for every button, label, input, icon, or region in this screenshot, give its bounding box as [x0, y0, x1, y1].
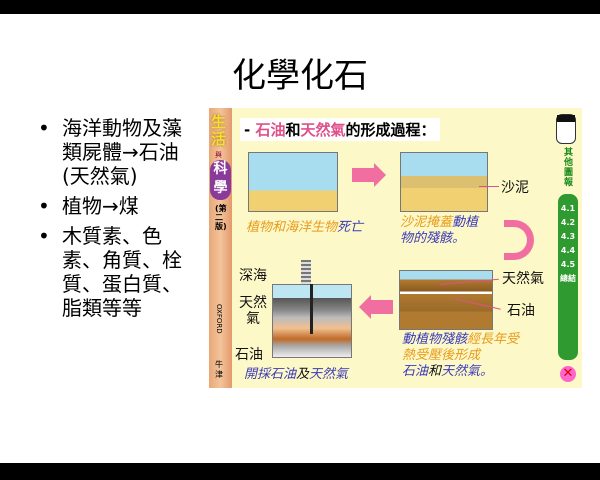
label-sand: 沙泥 — [501, 180, 529, 196]
slide-title: 化學化石 — [232, 56, 368, 96]
oil-rig-icon — [301, 260, 311, 286]
spine-title-mid: 與 — [215, 151, 222, 159]
c3g: 。 — [480, 364, 494, 379]
c1b: 死亡 — [337, 220, 364, 235]
arrow-right-icon — [352, 168, 374, 182]
drill-pipe — [310, 284, 313, 334]
arrow-head — [359, 295, 371, 319]
oil-gas-formation-figure: 生活 與 科學 (第二版) OXFORD 牛津 - 石油和天然氣的形成過程： 其… — [209, 108, 582, 388]
nav-item[interactable]: 總結 — [560, 274, 576, 283]
heading-rest: 的形成過程： — [345, 121, 436, 139]
label-oil-2: 石油 — [235, 347, 263, 363]
spine-publisher-zh: 牛津 — [215, 360, 223, 379]
nav-item[interactable]: 4.3 — [560, 232, 576, 241]
mascot-cow-icon — [556, 114, 576, 144]
spine-title-top: 生活 — [211, 113, 227, 148]
label-line — [479, 186, 499, 187]
c2a: 沙泥掩蓋 — [400, 215, 453, 230]
heading-and: 和 — [285, 121, 301, 139]
label-gas: 天然氣 — [502, 271, 544, 287]
arrow-left-icon — [371, 300, 393, 314]
label-oil: 石油 — [507, 303, 535, 319]
c3d: 石油 — [402, 364, 429, 379]
c2c: 物的殘骸。 — [400, 231, 466, 246]
panel-sea-death — [248, 152, 338, 212]
c3a: 動植物殘骸 — [402, 332, 468, 347]
heading-oil: 石油 — [255, 121, 286, 139]
nav-item[interactable]: 4.5 — [560, 260, 576, 269]
c4a: 開採石油 — [244, 367, 297, 382]
c4c: 天然氣 — [309, 367, 349, 382]
caption-3: 動植物殘骸經長年受熱受壓後形成石油和天然氣。 — [402, 332, 519, 380]
other-charts-link[interactable]: 其他圖報 — [564, 148, 574, 188]
panel-sand-cover — [400, 152, 488, 212]
caption-1: 植物和海洋生物死亡 — [246, 220, 363, 236]
bullet-item: 海洋動物及藻類屍體→石油(天然氣) — [38, 116, 198, 188]
spine-title-bottom: 科學 — [210, 160, 231, 200]
c3e: 和 — [428, 364, 442, 379]
side-nav: 4.1 4.2 4.3 4.4 4.5 總結 — [558, 194, 578, 360]
spine-edition: (第二版) — [215, 204, 227, 231]
caption-2: 沙泥掩蓋動植物的殘骸。 — [400, 215, 478, 247]
bottom-black-bar — [0, 463, 600, 480]
nav-item[interactable]: 4.4 — [560, 246, 576, 255]
c3c: 熱受壓後形成 — [402, 348, 481, 363]
book-spine: 生活 與 科學 (第二版) OXFORD 牛津 — [209, 108, 232, 388]
close-icon[interactable]: ✕ — [560, 366, 576, 382]
bullet-list: 海洋動物及藻類屍體→石油(天然氣) 植物→煤 木質素、色素、角質、栓質、蛋白質、… — [38, 116, 198, 326]
panel-compression — [399, 270, 493, 330]
c2b: 動植 — [452, 215, 479, 230]
bullet-item: 木質素、色素、角質、栓質、蛋白質、脂類等等 — [38, 224, 198, 320]
heading-dash: - — [244, 121, 256, 139]
label-gas-2: 天然氣 — [239, 295, 267, 327]
c1a: 植物和海洋生物 — [246, 220, 338, 235]
c3b: 經長年受 — [467, 332, 520, 347]
nav-item[interactable]: 4.2 — [560, 218, 576, 227]
nav-item[interactable]: 4.1 — [560, 204, 576, 213]
heading-gas: 天然氣 — [300, 121, 346, 139]
bullet-item: 植物→煤 — [38, 194, 198, 218]
figure-heading: - 石油和天然氣的形成過程： — [240, 118, 440, 141]
top-black-bar — [0, 0, 600, 14]
spine-publisher-en: OXFORD — [215, 304, 223, 334]
caption-4: 開採石油及天然氣 — [244, 367, 348, 383]
arrow-head — [374, 163, 386, 187]
label-deep-sea: 深海 — [239, 268, 267, 284]
curved-arrow-icon — [504, 220, 534, 260]
c3f: 天然氣 — [441, 364, 481, 379]
c4b: 及 — [296, 367, 310, 382]
